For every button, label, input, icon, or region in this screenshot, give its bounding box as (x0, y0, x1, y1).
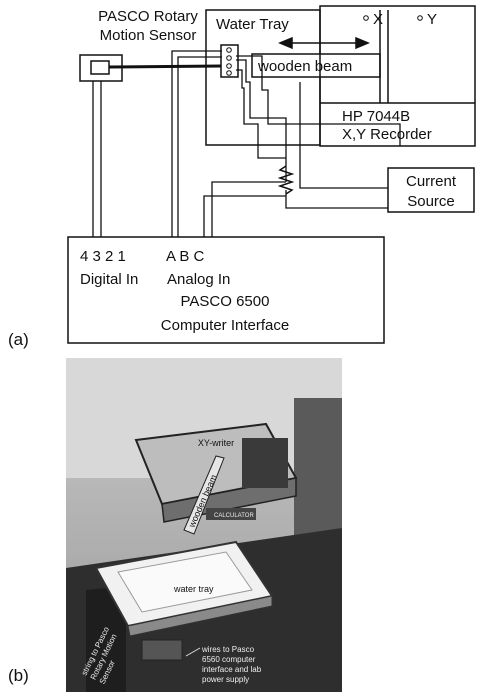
current-source-line1: Current (406, 173, 457, 190)
current-source-line2: Source (407, 193, 455, 210)
motion-arrow (280, 38, 368, 48)
photo-wires-line3: interface and lab (202, 665, 262, 674)
string-line (109, 66, 222, 67)
analog-ports: A B C (166, 248, 205, 265)
panel-b-label: (b) (8, 666, 29, 686)
schematic-diagram: PASCO Rotary Motion Sensor Water Tray wo… (0, 0, 486, 360)
wooden-beam: wooden beam (252, 54, 380, 77)
sensor-label-line2: Motion Sensor (100, 27, 197, 44)
wiring (93, 51, 400, 237)
recorder-label-line2: X,Y Recorder (342, 126, 432, 143)
digital-ports: 4 3 2 1 (80, 248, 126, 265)
analog-in-label: Analog In (167, 271, 230, 288)
sensor-label-line1: PASCO Rotary (98, 8, 198, 25)
photo-calculator-label: CALCULATOR (214, 513, 254, 519)
panel-a-label: (a) (8, 330, 29, 350)
wooden-beam-label: wooden beam (257, 58, 352, 75)
water-tray-label: Water Tray (216, 16, 289, 33)
digital-in-label: Digital In (80, 271, 138, 288)
photo-wires-line4: power supply (202, 675, 249, 684)
photo-xy-writer-label: XY-writer (198, 438, 234, 448)
photo-wires-line2: 6560 computer (202, 655, 256, 664)
computer-interface: 4 3 2 1 A B C Digital In Analog In PASCO… (68, 237, 384, 343)
y-label: Y (427, 11, 437, 28)
apparatus-photo: XY-writer wooden beam CALCULATOR water t… (66, 358, 342, 692)
rotary-motion-sensor: PASCO Rotary Motion Sensor (80, 8, 198, 81)
photo-water-tray-label: water tray (173, 584, 214, 594)
interface-name-line1: PASCO 6500 (181, 293, 270, 310)
photo-wires-line1: wires to Pasco (201, 645, 255, 654)
x-label: X (373, 11, 383, 28)
recorder-label-line1: HP 7044B (342, 108, 410, 125)
current-source: Current Source (388, 168, 474, 212)
interface-name-line2: Computer Interface (161, 317, 289, 334)
